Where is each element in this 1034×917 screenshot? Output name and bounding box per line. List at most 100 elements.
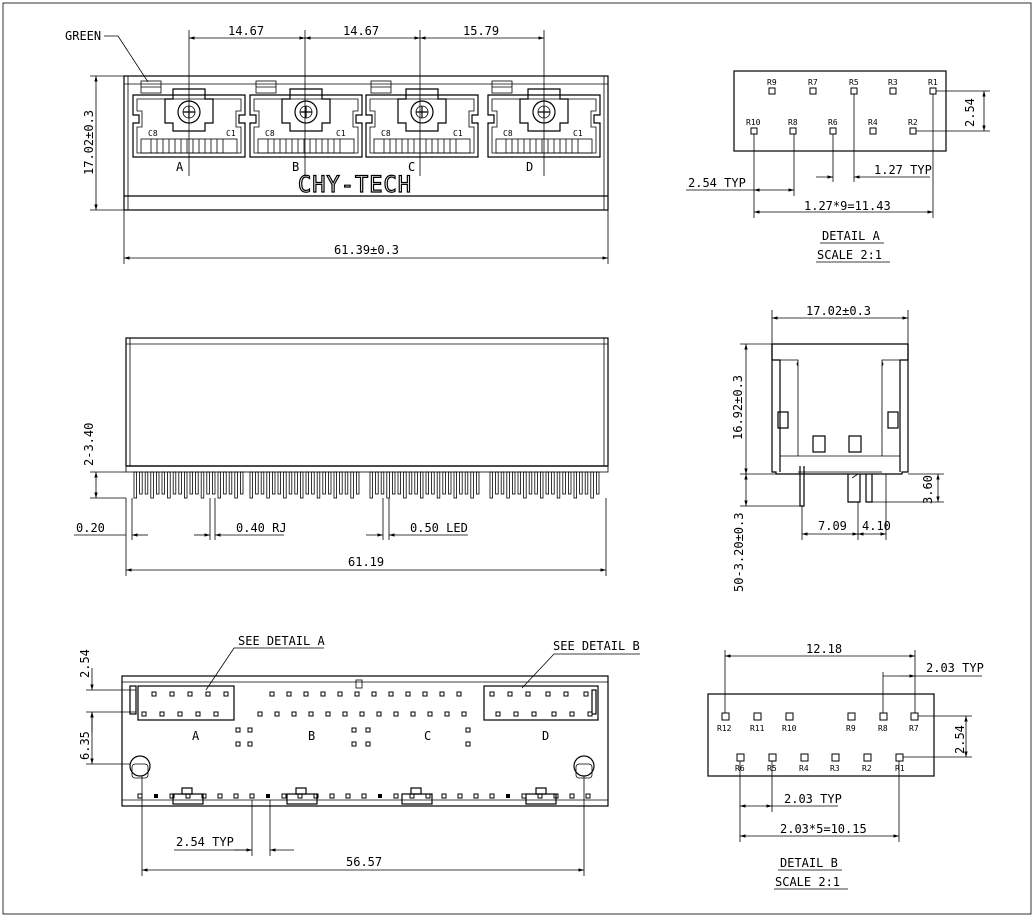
end-view: 17.02±0.3 16.92±0.3 50-3.20±0.3 7.09 4.1… (731, 304, 944, 592)
pin-label: R1 (928, 78, 938, 87)
pin-label: R3 (830, 764, 840, 773)
bottom-pin (281, 793, 287, 799)
bottom-pin (337, 691, 343, 697)
dim-detail-a-row: 2.54 (963, 98, 977, 127)
side-pin (459, 471, 463, 495)
side-pin (327, 471, 332, 495)
dim-pin-height: 2-3.40 (82, 423, 96, 466)
side-pin (161, 471, 165, 495)
side-pin (200, 471, 205, 499)
side-pin (584, 471, 589, 495)
bottom-pin (269, 691, 275, 697)
dim-detail-b-typ-bottom: 2.03 TYP (784, 792, 842, 806)
bottom-pin (378, 794, 382, 798)
dim-bottom-top: 2.54 (78, 649, 92, 678)
bottom-pin (201, 793, 207, 799)
side-pin (414, 471, 418, 495)
dim-end-width: 17.02±0.3 (806, 304, 871, 318)
bottom-pin (563, 691, 569, 697)
bottom-standoffs (172, 787, 557, 805)
side-pin (355, 471, 360, 495)
bottom-pin (393, 711, 399, 717)
bottom-pin (587, 711, 593, 717)
pin-label: R9 (846, 724, 856, 733)
bottom-view: A B C D SEE DETAIL A SEE DETAIL B 2.54 6… (78, 634, 640, 876)
bottom-port-d: D (542, 729, 549, 743)
bottom-pin (457, 793, 463, 799)
side-pin (545, 471, 549, 495)
side-pin (211, 471, 216, 495)
bottom-pin (247, 741, 253, 747)
bottom-pin (410, 711, 416, 717)
side-pin (573, 471, 577, 499)
pin-label: R4 (799, 764, 809, 773)
rj45-jack-b (249, 88, 363, 158)
bottom-pin (405, 691, 411, 697)
bottom-pin (513, 711, 519, 717)
pin-label-c1: C1 (336, 129, 346, 138)
side-pin (431, 471, 435, 495)
side-pin-row (133, 471, 600, 499)
side-pin (369, 471, 373, 499)
bottom-pin (361, 793, 367, 799)
pin-label-c1: C1 (453, 129, 463, 138)
side-pin (255, 471, 259, 495)
port-label-b: B (292, 160, 299, 174)
bottom-pin (473, 793, 479, 799)
side-pin (453, 471, 457, 499)
pin-label: R2 (862, 764, 872, 773)
side-pin (350, 471, 354, 499)
bottom-pin (489, 793, 495, 799)
side-pin (475, 471, 480, 495)
bottom-pin (461, 711, 467, 717)
dim-pitch-bc: 14.67 (343, 24, 379, 38)
bottom-pin (291, 711, 297, 717)
detail-a-scale: SCALE 2:1 (817, 248, 882, 262)
dim-end-pin: 50-3.20±0.3 (732, 513, 746, 592)
side-pin (305, 471, 309, 495)
dim-bottom-span: 56.57 (346, 855, 382, 869)
detail-a-top-row (768, 87, 937, 95)
dim-detail-b-span: 12.18 (806, 642, 842, 656)
bottom-pin (154, 794, 158, 798)
side-pin (239, 471, 244, 495)
side-pin (523, 471, 527, 499)
bottom-pin (217, 793, 223, 799)
side-pin (419, 471, 424, 499)
side-pin (178, 471, 182, 495)
side-pin (283, 471, 287, 499)
side-pin (551, 471, 555, 495)
mount-post-left (129, 755, 151, 779)
dim-bottom-pitch: 2.54 TYP (176, 835, 234, 849)
side-view: 2-3.40 0.20 0.40 RJ 0.50 LED 61.19 (74, 337, 609, 576)
dim-side-width: 61.19 (348, 555, 384, 569)
side-pin (311, 471, 315, 495)
detail-a: R9 R7 R5 R3 R1 R10 R8 R6 R4 R2 2.54 (686, 70, 990, 263)
bottom-pin (342, 711, 348, 717)
pin-label-c8: C8 (381, 129, 391, 138)
side-pin (436, 471, 441, 499)
bottom-pin (422, 691, 428, 697)
side-pin (167, 471, 171, 499)
dim-rj-pin: 0.40 RJ (236, 521, 287, 535)
side-pin (271, 471, 276, 495)
side-pin (155, 471, 160, 495)
side-pin (556, 471, 561, 499)
bottom-pin (213, 711, 219, 717)
bottom-pin (345, 793, 351, 799)
pin-label: R7 (909, 724, 919, 733)
side-pin (144, 471, 149, 495)
side-pin (408, 471, 413, 495)
bottom-pin (393, 793, 399, 799)
pin-label-c8: C8 (503, 129, 513, 138)
side-pin (512, 471, 516, 495)
side-pin (139, 471, 143, 495)
bottom-pin (506, 794, 510, 798)
side-pin (228, 471, 233, 495)
detail-a-bottom-row (750, 127, 917, 135)
green-led-label: GREEN (65, 29, 101, 43)
dim-detail-a-total: 1.27*9=11.43 (804, 199, 891, 213)
bottom-pin (354, 691, 360, 697)
side-pin (391, 471, 396, 495)
